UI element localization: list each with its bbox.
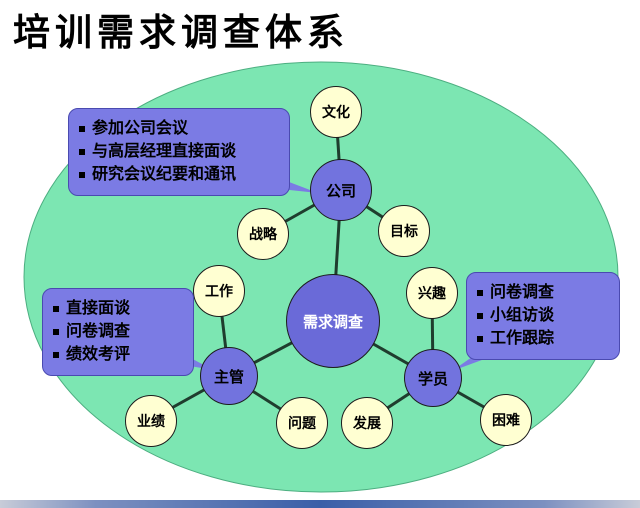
callout-supervisor: 直接面谈 问卷调查 绩效考评 bbox=[42, 288, 194, 376]
satellite-interest: 兴趣 bbox=[406, 267, 458, 319]
satellite-label: 发展 bbox=[353, 415, 381, 431]
callout-company: 参加公司会议 与高层经理直接面谈 研究会议纪要和通讯 bbox=[68, 108, 290, 196]
satellite-problem: 问题 bbox=[276, 397, 328, 449]
satellite-culture: 文化 bbox=[310, 86, 362, 138]
satellite-label: 战略 bbox=[249, 226, 277, 242]
node-label: 主管 bbox=[213, 368, 244, 386]
satellite-strategy: 战略 bbox=[237, 208, 289, 260]
callout-item: 问卷调查 bbox=[477, 281, 609, 304]
callout-item: 工作跟踪 bbox=[477, 327, 609, 350]
callout-item: 问卷调查 bbox=[53, 320, 183, 343]
satellite-label: 困难 bbox=[492, 412, 520, 428]
callout-item: 与高层经理直接面谈 bbox=[79, 140, 279, 163]
center-circle: 需求调查 bbox=[286, 274, 380, 368]
callout-item: 直接面谈 bbox=[53, 297, 183, 320]
node-student: 学员 bbox=[404, 349, 462, 407]
footer-bar bbox=[0, 500, 640, 508]
satellite-label: 工作 bbox=[205, 283, 233, 299]
page-title: 培训需求调查体系 bbox=[13, 13, 349, 54]
satellite-label: 文化 bbox=[322, 104, 350, 120]
callout-item: 参加公司会议 bbox=[79, 117, 279, 140]
satellite-difficulty: 困难 bbox=[480, 394, 532, 446]
satellite-label: 目标 bbox=[390, 223, 418, 239]
node-label: 学员 bbox=[417, 370, 448, 388]
callout-item: 研究会议纪要和通讯 bbox=[79, 163, 279, 186]
satellite-label: 兴趣 bbox=[418, 285, 446, 301]
satellite-goal: 目标 bbox=[378, 205, 430, 257]
center-label: 需求调查 bbox=[302, 313, 363, 331]
node-supervisor: 主管 bbox=[200, 347, 258, 405]
node-label: 公司 bbox=[325, 182, 356, 200]
callout-item: 绩效考评 bbox=[53, 343, 183, 366]
satellite-work: 工作 bbox=[193, 265, 245, 317]
satellite-development: 发展 bbox=[341, 397, 393, 449]
satellite-performance: 业绩 bbox=[125, 395, 177, 447]
callout-student: 问卷调查 小组访谈 工作跟踪 bbox=[466, 272, 620, 360]
satellite-label: 问题 bbox=[288, 415, 316, 431]
satellite-label: 业绩 bbox=[137, 413, 165, 429]
callout-item: 小组访谈 bbox=[477, 304, 609, 327]
node-company: 公司 bbox=[310, 159, 372, 221]
